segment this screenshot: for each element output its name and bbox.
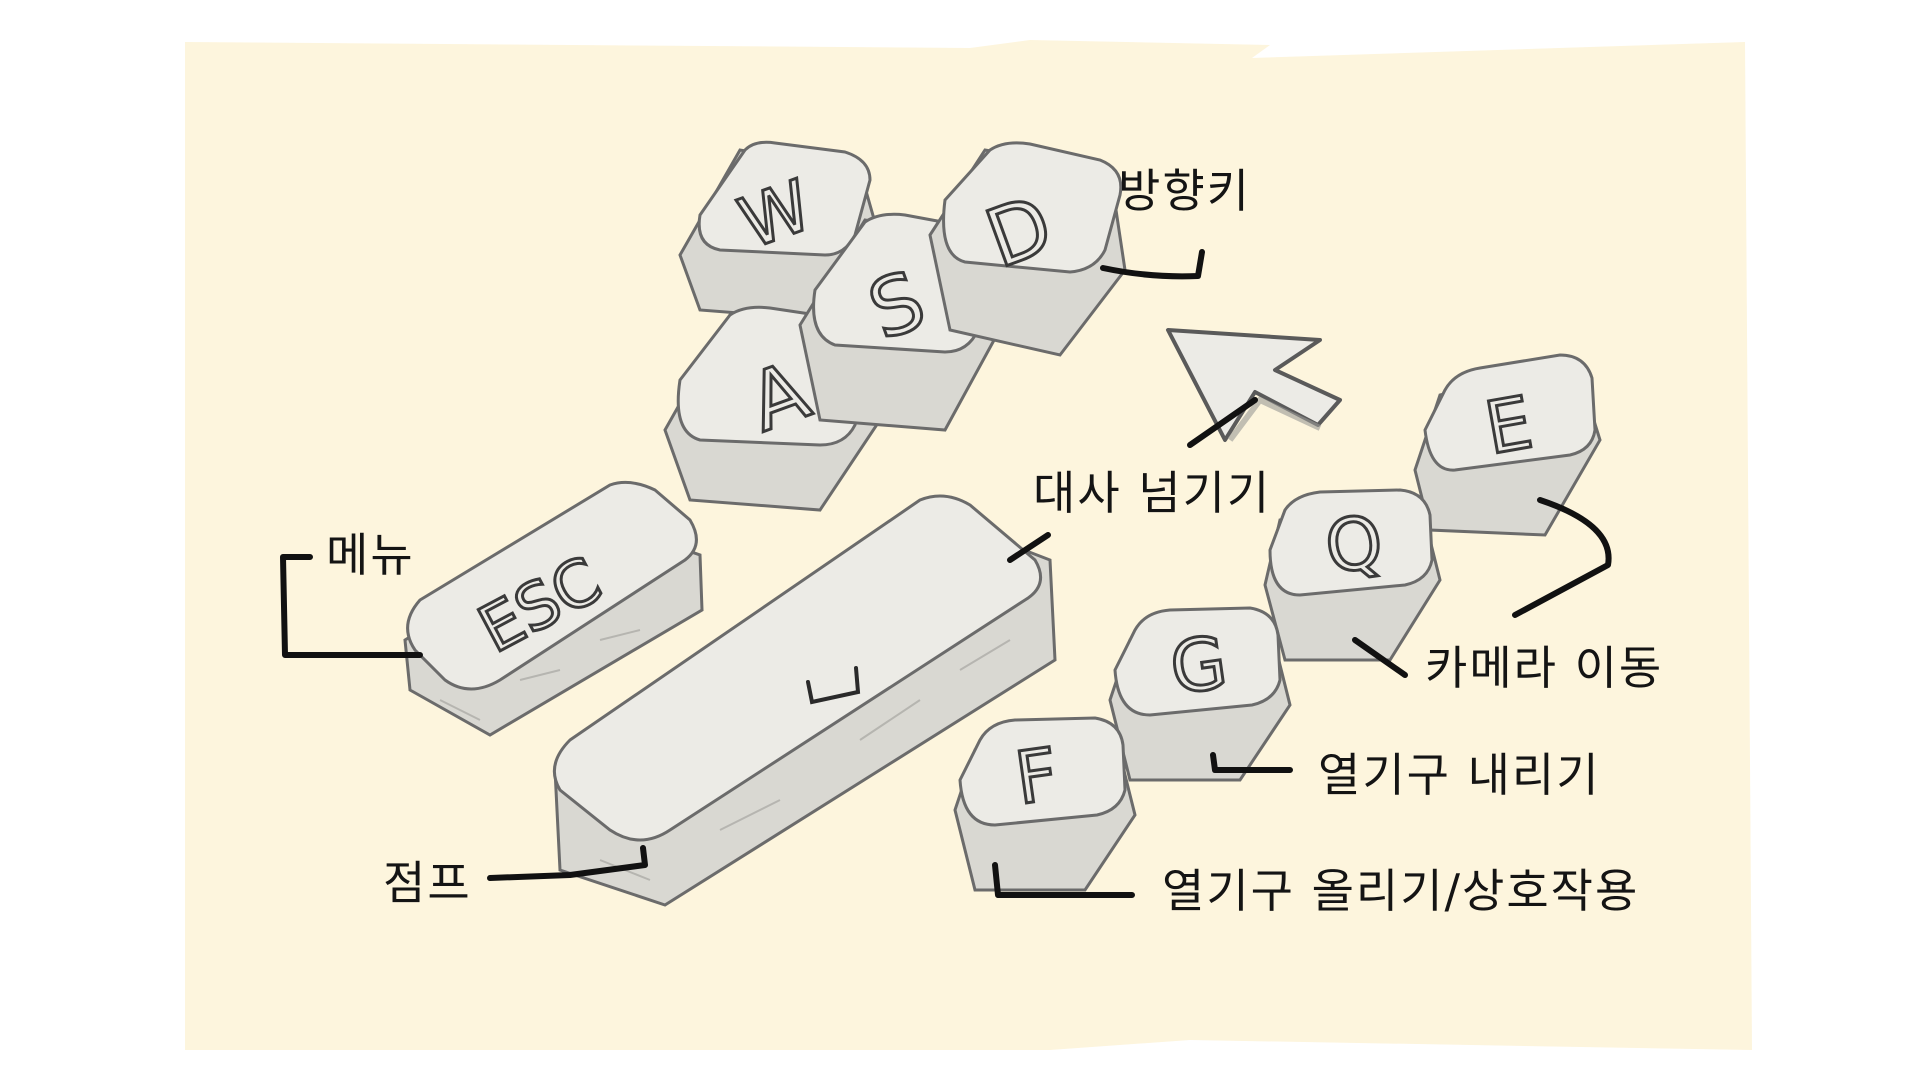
leader-direction-keys [1100,249,1205,280]
f-key: F [953,716,1137,892]
mouse-cursor-icon [1166,328,1342,442]
label-direction-keys: 방향키 [1118,164,1251,218]
esc-key: ESC [403,480,704,737]
label-raise-tool-interact: 열기구 올리기/상호작용 [1162,864,1640,918]
label-jump: 점프 [383,856,472,910]
label-next-dialogue: 대사 넘기기 [1033,466,1272,520]
leader-lower-tool [1210,752,1293,773]
leader-jump [487,845,648,881]
leader-next-dialogue [1007,397,1258,563]
g-key: G [1108,606,1292,782]
leader-menu [280,554,423,658]
leader-raise-tool [992,862,1135,898]
label-menu: 메뉴 [326,528,415,582]
e-key: E [1413,353,1602,537]
leader-camera [1352,497,1612,678]
g-key-label: G [1165,620,1232,711]
space-key [552,494,1057,907]
q-key-label: Q [1320,499,1388,590]
d-key: D [928,141,1127,357]
q-key: Q [1263,488,1442,662]
space-key-symbol [806,666,861,705]
label-lower-tool: 열기구 내리기 [1318,748,1601,802]
label-camera-move: 카메라 이동 [1425,641,1664,695]
